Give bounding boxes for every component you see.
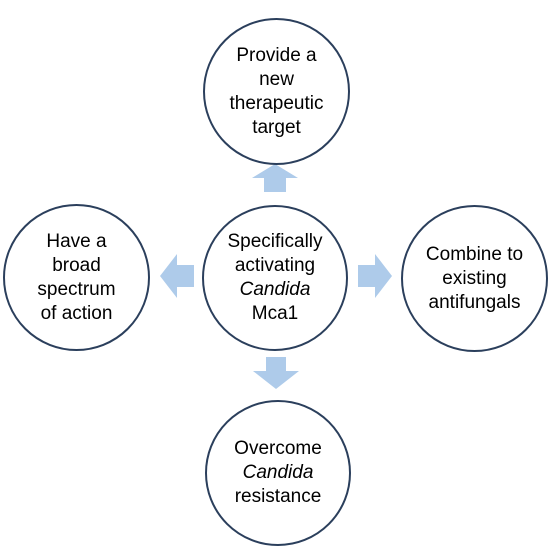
arrow-right-icon: [358, 254, 392, 298]
node-text-line: Have a: [46, 230, 107, 252]
node-text-line: Provide a: [236, 44, 317, 66]
node-broad-spectrum: Have a broad spectrum of action: [3, 204, 150, 351]
node-text-line: broad: [52, 254, 101, 276]
arrow-up-icon: [252, 164, 298, 192]
node-text-line: activating: [234, 255, 316, 276]
node-combine-antifungals: Combine to existing antifungals: [401, 205, 548, 352]
node-text-line: therapeutic: [229, 92, 324, 114]
node-center-activating-mca1: Specifically activating Candida Mca1: [202, 205, 348, 351]
node-text-line: Combine to: [425, 243, 524, 265]
node-new-therapeutic-target: Provide a new therapeutic target: [203, 18, 350, 165]
node-text-line-italic: Candida: [239, 279, 311, 300]
node-text-line: of action: [40, 302, 113, 324]
node-text-line: Overcome: [234, 438, 322, 459]
arrow-down-icon: [253, 357, 299, 389]
arrow-left-icon: [160, 254, 194, 298]
node-overcome-resistance: Overcome Candida resistance: [205, 400, 351, 546]
node-text-line-italic: Candida: [242, 462, 314, 483]
node-text-line: antifungals: [428, 291, 521, 313]
node-text-line: target: [252, 116, 301, 138]
node-text-line: spectrum: [37, 278, 116, 300]
node-text-line: new: [259, 68, 294, 90]
node-text-line: existing: [442, 267, 507, 289]
node-text-line: Mca1: [251, 303, 299, 324]
node-text-line: resistance: [234, 486, 322, 507]
node-text-line: Specifically: [227, 231, 323, 252]
